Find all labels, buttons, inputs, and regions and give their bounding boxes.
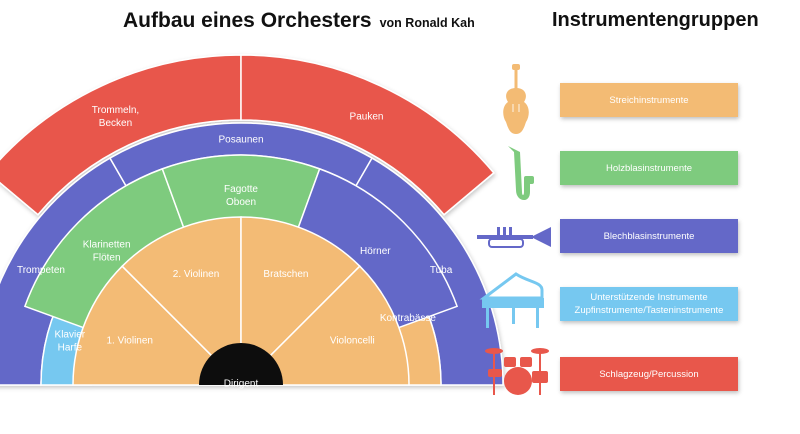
label-kontrabaesse: Kontrabässe [380,313,437,324]
legend-label: Unterstützende Instrumente [590,292,708,303]
legend-label: Holzblasinstrumente [605,162,693,174]
trumpet-icon [477,227,551,248]
drum-kit-icon [485,348,549,395]
section-trommeln [0,54,242,216]
title-text: Aufbau eines Orchesters [123,9,372,32]
section-pauken [240,54,495,216]
legend-title: Instrumentengruppen [552,9,759,31]
label-posaunen: Posaunen [218,135,263,146]
section-bratschen [240,216,361,387]
page-title: Aufbau eines Orchesters von Ronald Kah [123,9,475,33]
violin-icon [503,64,529,134]
legend-item-schlagzeug: Schlagzeug/Percussion [560,357,738,391]
section-zweite-violinen [121,216,242,387]
grand-piano-icon [479,272,544,328]
legend-label: Zupfinstrumente/Tasteninstrumente [574,305,724,316]
label-hoerner: Hörner [360,246,391,257]
legend-label: Schlagzeug/Percussion [599,368,699,380]
label-bratschen: Bratschen [263,269,308,280]
section-erste-violinen [72,265,243,386]
label-pauken: Pauken [350,111,384,122]
legend-label: Blechblasinstrumente [603,230,695,242]
label-zweite-violinen: 2. Violinen [173,269,220,280]
legend-item-streichinstrumente: Streichinstrumente [560,83,738,117]
label-dirigent: Dirigent [224,379,259,390]
label-tuba: Tuba [430,265,453,276]
label-trompeten: Trompeten [17,265,65,276]
legend-label: Streichinstrumente [609,94,689,106]
label-erste-violinen: 1. Violinen [106,336,153,347]
legend-item-holzblasinstrumente: Holzblasinstrumente [560,151,738,185]
saxophone-icon [508,146,534,201]
conductor-podium [199,343,283,385]
author-credit: von Ronald Kah [379,16,475,30]
legend-item-blechblasinstrumente: Blechblasinstrumente [560,219,738,253]
label-violoncelli: Violoncelli [330,336,375,347]
section-violoncelli [239,265,410,386]
label-trommeln: Trommeln,Becken [92,105,139,129]
